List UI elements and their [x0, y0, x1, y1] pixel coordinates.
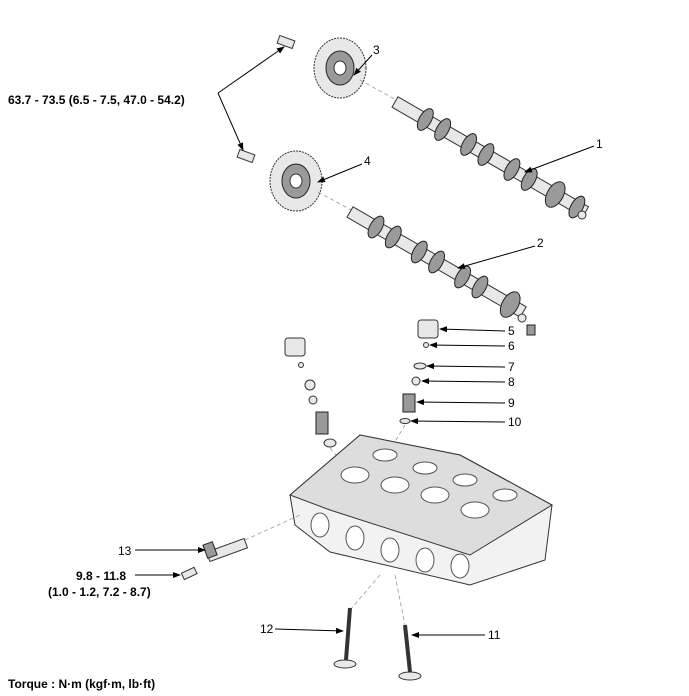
callout-4: 4	[364, 154, 371, 168]
torque-units-footer: Torque : N·m (kgf·m, lb·ft)	[8, 677, 155, 691]
callout-2: 2	[537, 236, 544, 250]
callout-5: 5	[508, 324, 515, 338]
valve-train-parts	[284, 319, 536, 448]
intake-camshaft	[346, 206, 527, 318]
exhaust-camshaft	[391, 96, 590, 219]
callout-7: 7	[508, 360, 515, 374]
oil-control-valve	[202, 537, 249, 563]
exhaust-cvvt-sprocket	[313, 37, 367, 99]
callout-13: 13	[118, 544, 132, 558]
intake-valve	[333, 607, 357, 669]
sprocket-bolt-lower	[236, 148, 256, 164]
sprocket-bolt-upper	[276, 34, 296, 50]
callout-6: 6	[508, 339, 515, 353]
ocv-bolt-torque-nm: 9.8 - 11.8	[76, 569, 126, 583]
callout-3: 3	[373, 43, 380, 57]
ocv-bolt-torque-alt: (1.0 - 1.2, 7.2 - 8.7)	[48, 585, 151, 599]
exhaust-valve	[398, 624, 422, 681]
callout-1: 1	[596, 137, 603, 151]
intake-cvvt-sprocket	[269, 150, 323, 212]
callout-10: 10	[508, 415, 522, 429]
cylinder-head	[289, 434, 554, 586]
callout-11: 11	[488, 628, 501, 642]
callout-12: 12	[260, 622, 274, 636]
ocv-bolt	[180, 566, 198, 581]
callout-8: 8	[508, 375, 515, 389]
sprocket-bolt-torque: 63.7 - 73.5 (6.5 - 7.5, 47.0 - 54.2)	[8, 93, 185, 107]
callout-9: 9	[508, 396, 515, 410]
